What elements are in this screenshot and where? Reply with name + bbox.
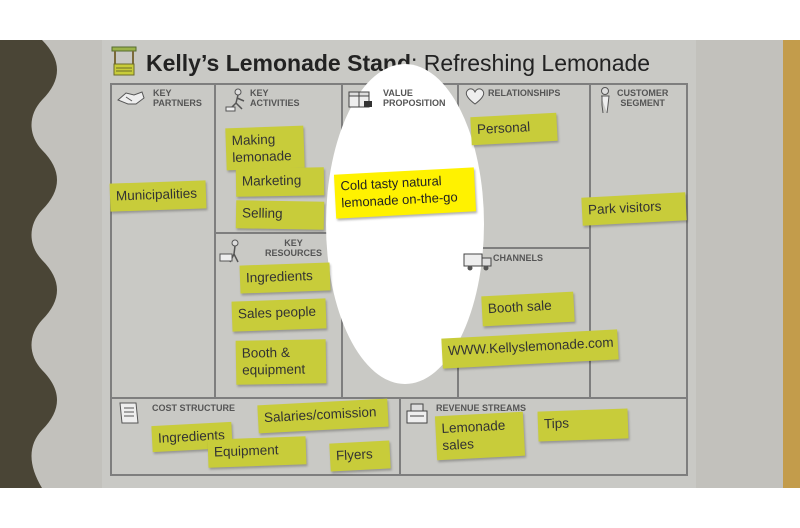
truck-icon	[463, 253, 492, 271]
receipt-icon	[119, 402, 139, 424]
sticky-note-municipalities: Municipalities	[109, 180, 207, 212]
sticky-note-flyers: Flyers	[329, 440, 391, 472]
divider	[399, 397, 401, 476]
cart-worker-icon	[219, 239, 239, 263]
sticky-note-park-visitors: Park visitors	[581, 192, 687, 226]
person-icon	[601, 87, 610, 114]
divider	[214, 232, 342, 234]
divider	[589, 83, 591, 398]
sticky-note-booth-sale: Booth sale	[481, 291, 575, 327]
worker-icon	[225, 88, 245, 112]
heart-icon	[465, 88, 485, 105]
lemonade-stand-icon	[111, 46, 137, 76]
sticky-note-equipment: Equipment	[207, 436, 307, 468]
sticky-note-selling: Selling	[235, 200, 325, 230]
relationships-label: RELATIONSHIPS	[488, 88, 561, 98]
wavy-edge-decoration	[0, 40, 57, 488]
sticky-note-personal: Personal	[470, 112, 558, 146]
value-proposition-highlight	[326, 64, 484, 384]
revenue-streams-label: REVENUE STREAMS	[436, 403, 527, 413]
sticky-note-sales-people: Sales people	[231, 298, 327, 332]
sticky-note-booth-equipment: Booth &equipment	[235, 339, 327, 385]
sticky-note-marketing: Marketing	[235, 167, 325, 197]
cash-register-icon	[406, 403, 428, 424]
cost-structure-label: COST STRUCTURE	[152, 403, 235, 413]
right-accent-bar	[783, 40, 800, 488]
page-title: Kelly’s Lemonade Stand: Refreshing Lemon…	[146, 50, 651, 76]
channels-label: CHANNELS	[493, 253, 544, 263]
divider	[457, 247, 590, 249]
sticky-note-ingredients: Ingredients	[239, 262, 331, 294]
gift-icon	[348, 91, 372, 108]
handshake-icon	[117, 91, 145, 105]
sticky-note-tips: Tips	[537, 408, 629, 442]
divider	[214, 83, 216, 398]
